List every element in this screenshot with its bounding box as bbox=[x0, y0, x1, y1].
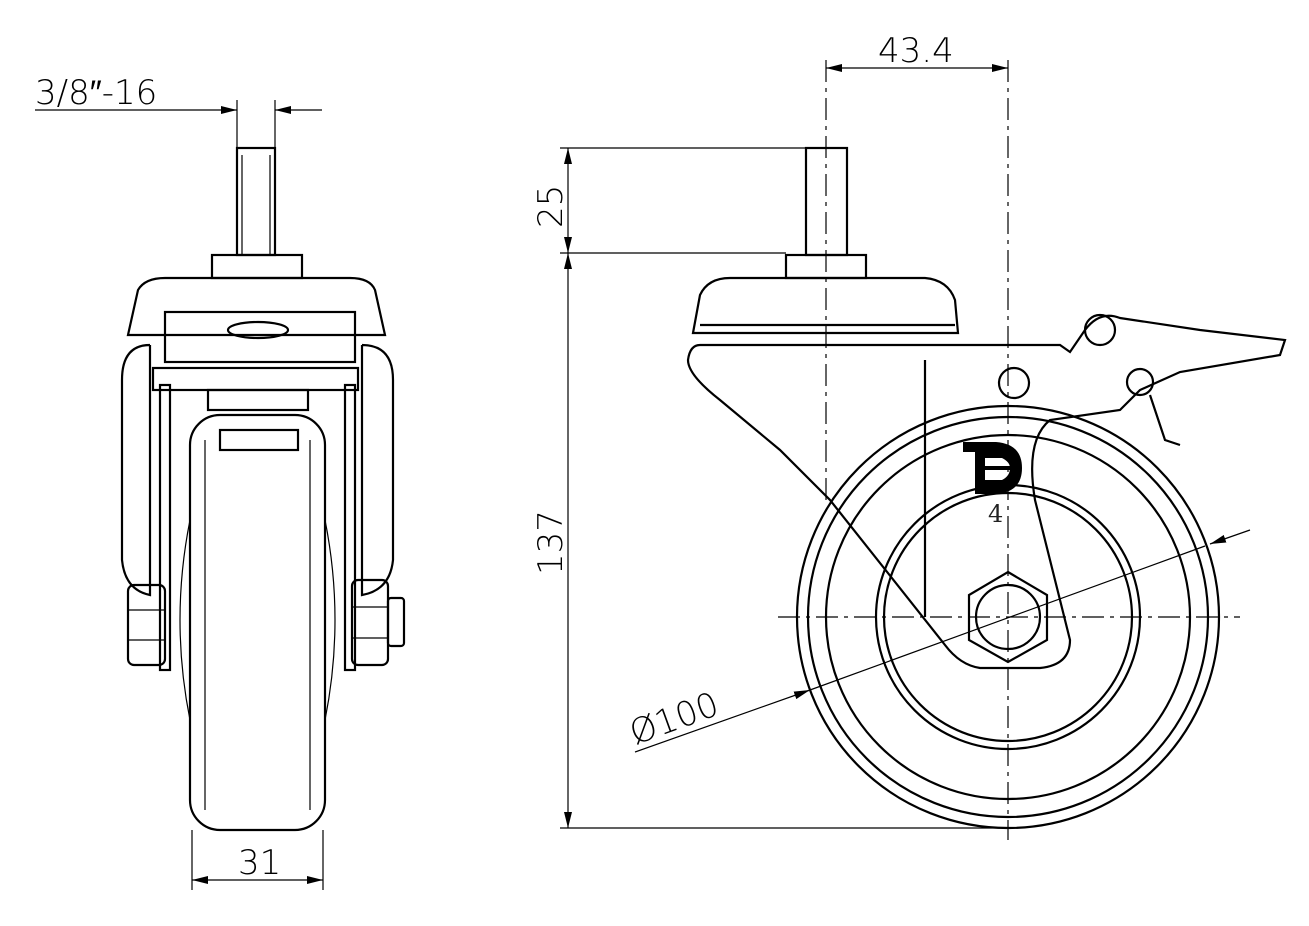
fork-bracket bbox=[686, 314, 1287, 670]
threaded-stem bbox=[235, 146, 277, 257]
front-dimensions: 3/8″-16 31 bbox=[35, 73, 324, 890]
stem-nut bbox=[210, 253, 304, 280]
rivet-hole bbox=[997, 366, 1031, 400]
fork-left bbox=[120, 343, 152, 597]
stem-length-dimension: 25 bbox=[531, 185, 571, 228]
total-height-dimension: 137 bbox=[531, 510, 571, 575]
brand-logo bbox=[963, 442, 1022, 494]
brake-plate bbox=[151, 366, 360, 392]
bracket-mark: 4 bbox=[988, 500, 1003, 528]
offset-dimension: 43.4 bbox=[878, 31, 954, 71]
front-view bbox=[120, 146, 406, 832]
swivel-bearing bbox=[163, 310, 357, 364]
wheel-diameter-dimension: Ø100 bbox=[624, 685, 724, 754]
thread-dimension: 3/8″-16 bbox=[35, 73, 157, 113]
top-plate bbox=[126, 276, 387, 337]
axle-nut-left bbox=[126, 583, 167, 667]
wheel-width-dimension: 31 bbox=[238, 843, 281, 883]
wheel-front bbox=[188, 413, 327, 832]
top-cap bbox=[691, 276, 960, 335]
side-view: 4 bbox=[686, 60, 1287, 840]
side-dimensions: 43.4 25 137 Ø100 bbox=[531, 31, 1251, 829]
